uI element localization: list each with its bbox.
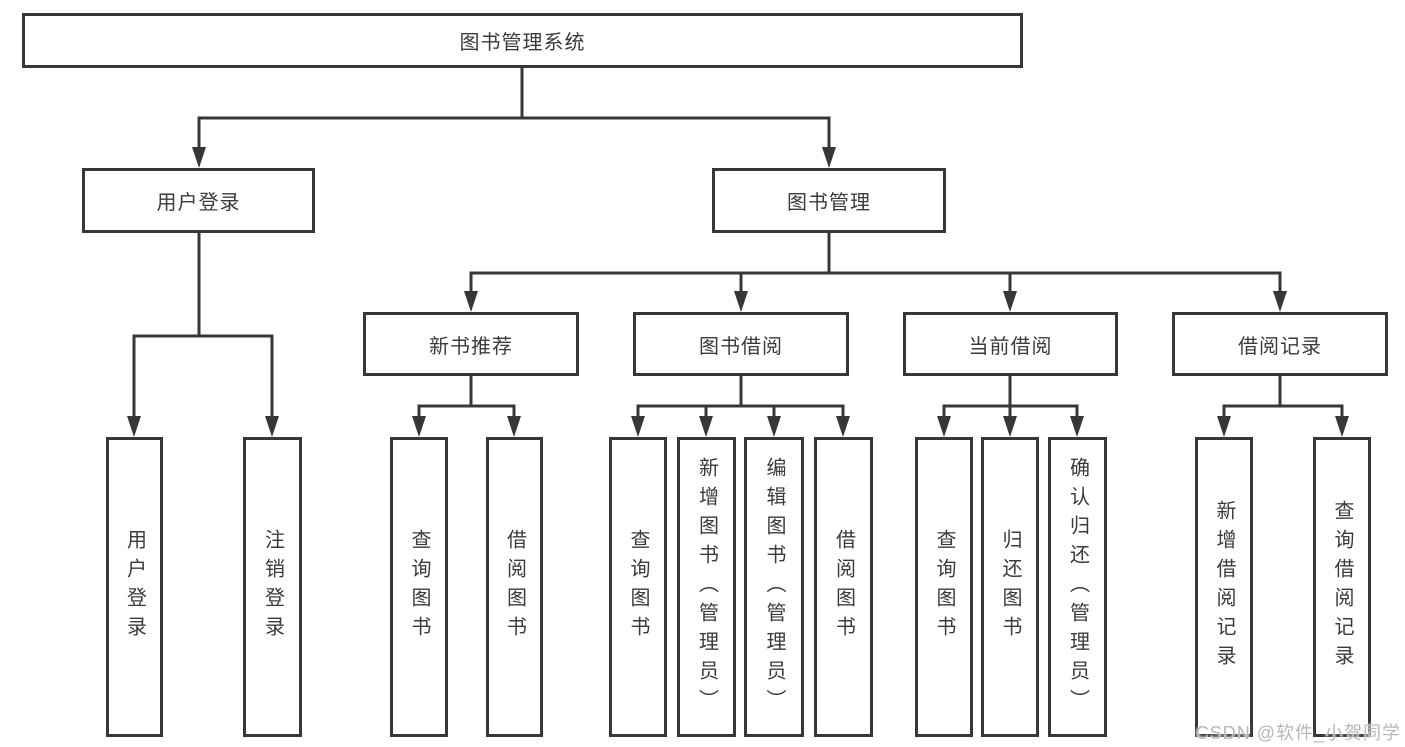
node-leaf-edit-book-admin-label: 编辑图书（管理员）	[763, 456, 785, 718]
node-leaf-confirm-return-admin-label: 确认归还（管理员）	[1066, 456, 1089, 718]
node-leaf-confirm-return-admin: 确认归还（管理员）	[1048, 437, 1107, 737]
node-leaf-query-books-current-label: 查询图书	[933, 529, 955, 645]
node-leaf-borrow-books: 借阅图书	[814, 437, 873, 737]
node-leaf-borrow-books-recommend-label: 借阅图书	[503, 529, 526, 645]
node-leaf-query-books-recommend: 查询图书	[390, 437, 448, 737]
node-branch-book-management-label: 图书管理	[787, 192, 871, 214]
node-leaf-query-borrow-record-label: 查询借阅记录	[1331, 500, 1353, 674]
node-branch-user-login-label: 用户登录	[156, 192, 241, 214]
node-section-new-book-recommend: 新书推荐	[363, 312, 579, 376]
node-section-book-borrow: 图书借阅	[633, 312, 849, 376]
node-root-library-management-system: 图书管理系统	[22, 13, 1023, 68]
node-leaf-query-books-borrow-label: 查询图书	[627, 529, 649, 645]
node-leaf-query-books-borrow: 查询图书	[609, 437, 667, 737]
node-leaf-user-login-label: 用户登录	[123, 529, 146, 645]
node-leaf-add-book-admin: 新增图书（管理员）	[677, 437, 736, 737]
node-leaf-logout-label: 注销登录	[261, 529, 284, 645]
node-leaf-user-login: 用户登录	[106, 437, 163, 737]
node-leaf-add-borrow-record: 新增借阅记录	[1195, 437, 1253, 737]
node-leaf-logout: 注销登录	[243, 437, 302, 737]
node-leaf-return-book-label: 归还图书	[999, 529, 1021, 645]
node-leaf-return-book: 归还图书	[981, 437, 1039, 737]
node-section-current-borrow-label: 当前借阅	[968, 335, 1053, 358]
node-root-label: 图书管理系统	[459, 32, 586, 54]
node-leaf-edit-book-admin: 编辑图书（管理员）	[744, 437, 804, 737]
node-leaf-query-borrow-record: 查询借阅记录	[1313, 437, 1371, 737]
node-branch-user-login: 用户登录	[82, 168, 315, 233]
node-branch-book-management: 图书管理	[712, 168, 946, 233]
node-leaf-query-books-current: 查询图书	[915, 437, 973, 737]
node-section-new-book-recommend-label: 新书推荐	[429, 335, 513, 358]
node-section-book-borrow-label: 图书借阅	[699, 335, 783, 358]
arrowheads	[127, 147, 1349, 437]
node-leaf-borrow-books-label: 借阅图书	[832, 529, 855, 645]
node-leaf-query-books-recommend-label: 查询图书	[408, 529, 430, 645]
node-leaf-add-book-admin-label: 新增图书（管理员）	[695, 456, 718, 718]
node-section-current-borrow: 当前借阅	[903, 312, 1118, 376]
node-section-borrow-records: 借阅记录	[1172, 312, 1388, 376]
node-section-borrow-records-label: 借阅记录	[1238, 335, 1322, 358]
node-leaf-borrow-books-recommend: 借阅图书	[486, 437, 543, 737]
watermark: CSDN @软件_小贺同学	[1195, 723, 1401, 743]
node-leaf-add-borrow-record-label: 新增借阅记录	[1213, 500, 1235, 674]
